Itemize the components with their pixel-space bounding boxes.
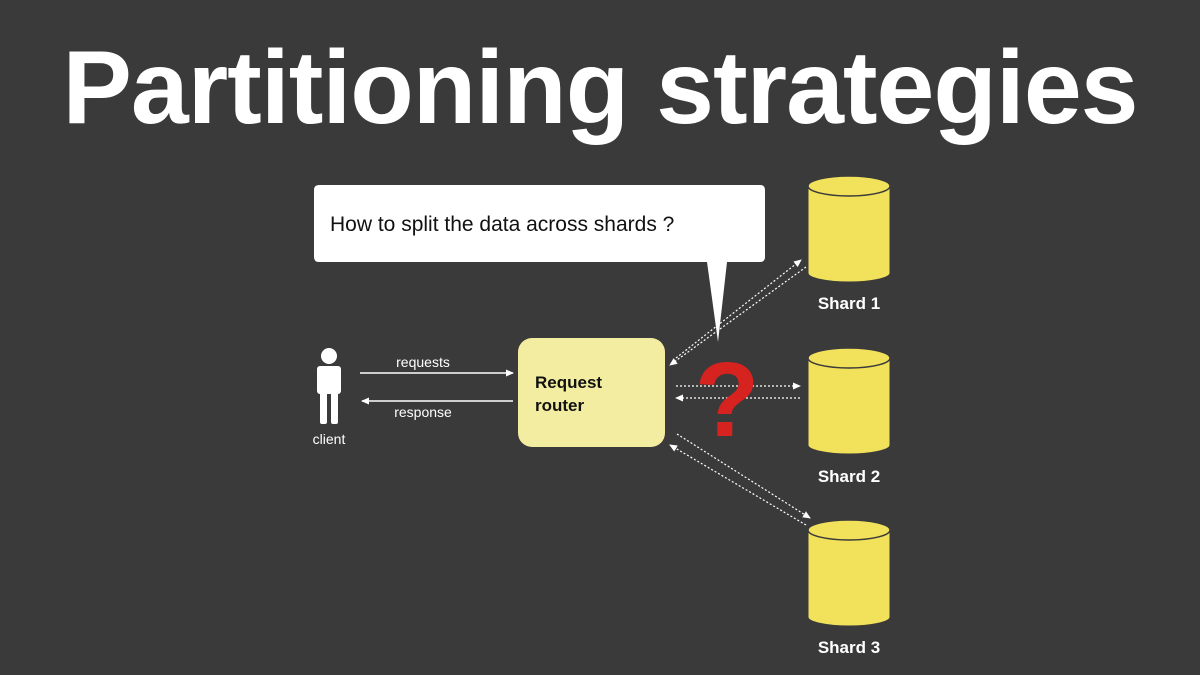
shard-3-label: Shard 3	[818, 638, 880, 657]
callout-shape	[314, 185, 765, 342]
shard-2-database-icon	[807, 347, 891, 455]
router-label-line2: router	[535, 396, 585, 415]
request-router-box	[518, 338, 665, 447]
client-person-icon	[317, 348, 341, 424]
slide-title: Partitioning strategies	[62, 30, 1139, 146]
response-label: response	[394, 404, 452, 420]
router-label-line1: Request	[535, 373, 602, 392]
shard-connectors	[669, 259, 811, 526]
requests-label: requests	[396, 354, 450, 370]
shard-1-label: Shard 1	[818, 294, 880, 313]
shard-3-database-icon	[807, 519, 891, 627]
router-to-shard1-arrow	[675, 259, 802, 359]
callout-bubble: How to split the data across shards ?	[314, 185, 765, 342]
client-label: client	[313, 431, 346, 447]
callout-text: How to split the data across shards ?	[330, 213, 674, 236]
shard-2-label: Shard 2	[818, 467, 880, 486]
shard-1-database-icon	[807, 175, 891, 283]
question-mark: ?	[695, 341, 760, 459]
